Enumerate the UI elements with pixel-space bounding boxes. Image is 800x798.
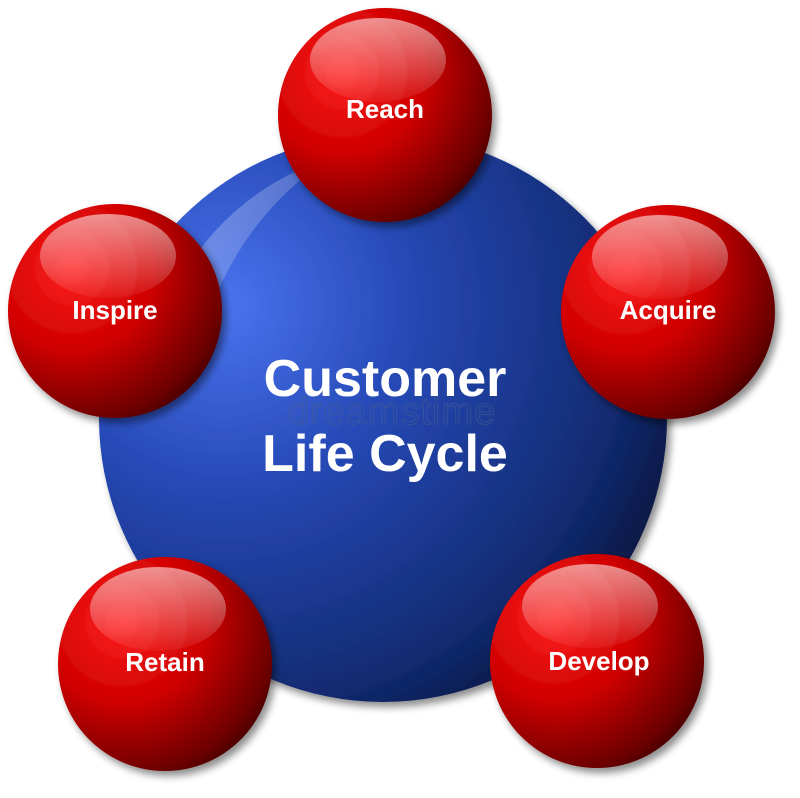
center-title-line-2: Life Cycle	[262, 425, 508, 483]
stage-label: Develop	[548, 646, 649, 676]
stage-node-retain: Retain	[58, 557, 272, 771]
stage-label: Acquire	[620, 295, 717, 325]
center-title-line-1: Customer	[264, 350, 507, 408]
stage-node-reach: Reach	[278, 8, 492, 222]
stage-label: Reach	[346, 94, 424, 124]
stage-node-develop: Develop	[490, 554, 704, 768]
stage-label: Inspire	[72, 295, 157, 325]
stage-label: Retain	[125, 647, 204, 677]
stage-node-inspire: Inspire	[8, 204, 222, 418]
stage-node-acquire: Acquire	[561, 205, 775, 419]
watermark-text: dreamstime	[288, 391, 497, 433]
